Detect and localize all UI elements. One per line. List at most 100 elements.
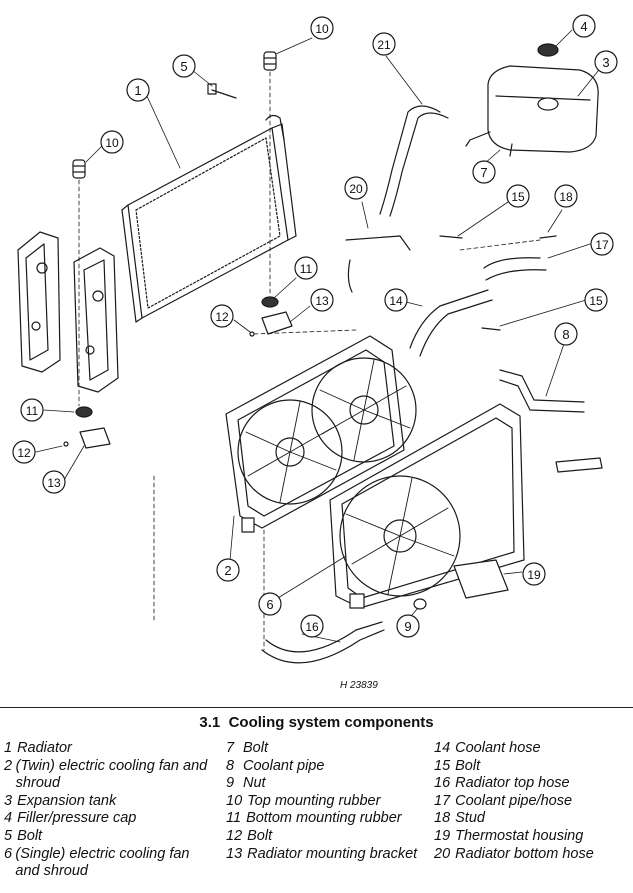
callout-label: 2 (224, 563, 231, 578)
single-fan-shroud-drawing (329, 403, 525, 609)
legend-text: Coolant hose (455, 740, 541, 756)
callout-11-right: 11 (294, 256, 318, 280)
callout-label: 13 (47, 476, 61, 490)
caption-divider (0, 707, 633, 708)
callout-18: 18 (554, 184, 578, 208)
callout-label: 15 (511, 190, 525, 204)
callout-label: 3 (602, 55, 609, 70)
legend-number: 16 (434, 775, 451, 792)
callout-4: 4 (572, 14, 596, 38)
callout-label: 13 (315, 294, 329, 308)
legend-number: 3 (4, 792, 13, 809)
figure-caption: 3.1 Cooling system components (0, 714, 633, 731)
legend-text: (Twin) electric cooling fan and shroud (15, 757, 208, 792)
callout-label: 20 (349, 182, 363, 196)
legend-number: 6 (4, 845, 13, 862)
radiator-drawing (121, 114, 297, 323)
callout-9: 9 (396, 614, 420, 638)
legend-number: 20 (434, 845, 451, 862)
callout-13-left: 13 (42, 470, 66, 494)
alignment-lines (78, 71, 541, 651)
callout-label: 15 (589, 294, 603, 308)
legend-number: 8 (226, 757, 235, 774)
callout-label: 11 (26, 404, 39, 418)
twin-fan-shroud-drawing (225, 335, 417, 533)
callout-label: 12 (17, 446, 31, 460)
mounting-rubbers (72, 51, 279, 418)
callout-label: 8 (562, 327, 569, 342)
legend-text: Stud (455, 810, 485, 827)
legend-text: (Single) electric cooling fan and shroud (15, 845, 190, 880)
legend-text: Filler/pressure cap (17, 810, 137, 827)
expansion-tank-drawing (465, 43, 599, 153)
legend-text: Top mounting rubber (247, 792, 381, 809)
callout-circles: 1 2 3 4 5 6 7 8 9 10 10 11 11 12 12 13 1… (12, 14, 618, 638)
callout-8: 8 (554, 322, 578, 346)
callout-14: 14 (384, 288, 408, 312)
legend-text: Coolant pipe (243, 757, 325, 774)
legend-number: 5 (4, 827, 13, 844)
legend-item: 2(Twin) electric cooling fan and shroud (4, 758, 214, 793)
callout-10-top: 10 (310, 16, 334, 40)
legend-number: 18 (434, 810, 451, 827)
exploded-view-diagram: 1 2 3 4 5 6 7 8 9 10 10 11 11 12 12 13 1… (12, 14, 618, 691)
callout-15-right: 15 (584, 288, 608, 312)
callout-2: 2 (216, 558, 240, 582)
callout-12-right: 12 (210, 304, 234, 328)
legend-number: 10 (226, 792, 243, 809)
legend-text: Expansion tank (17, 792, 117, 809)
radiator-end-tanks (17, 231, 119, 393)
callout-label: 10 (315, 22, 329, 36)
legend-item: 6(Single) electric cooling fan and shrou… (4, 846, 214, 881)
legend-text: Thermostat housing (455, 827, 584, 844)
legend-number: 13 (226, 845, 243, 862)
callout-label: 9 (404, 619, 411, 634)
legend-text: Radiator (17, 740, 72, 756)
callout-label: 1 (134, 83, 141, 98)
legend-text: Bottom mounting rubber (246, 810, 402, 827)
callout-label: 17 (595, 238, 609, 252)
callout-label: 7 (480, 165, 487, 180)
legend-number: 9 (226, 775, 235, 792)
legend-number: 17 (434, 792, 451, 809)
legend-number: 19 (434, 827, 451, 844)
callout-3: 3 (594, 50, 618, 74)
pipes-and-housings (453, 235, 603, 599)
callout-11-left: 11 (20, 398, 44, 422)
callout-label: 11 (300, 262, 313, 276)
legend-text: Coolant pipe/hose (455, 792, 573, 809)
callout-label: 14 (389, 294, 403, 308)
bolts-drawing (207, 83, 513, 610)
legend-text: Bolt (243, 740, 268, 756)
legend-text: Bolt (247, 827, 273, 844)
callout-label: 6 (266, 597, 273, 612)
drawing-code: H 23839 (340, 680, 378, 691)
callout-label: 12 (215, 310, 229, 324)
callout-label: 16 (305, 620, 319, 634)
callout-label: 18 (559, 190, 573, 204)
callout-19: 19 (522, 562, 546, 586)
callout-5: 5 (172, 54, 196, 78)
legend-number: 12 (226, 827, 243, 844)
legend-item: 8 Coolant pipe (226, 758, 426, 776)
callout-1: 1 (126, 78, 150, 102)
callout-label: 4 (580, 19, 587, 34)
callout-20: 20 (344, 176, 368, 200)
legend-text: Radiator bottom hose (455, 845, 594, 862)
